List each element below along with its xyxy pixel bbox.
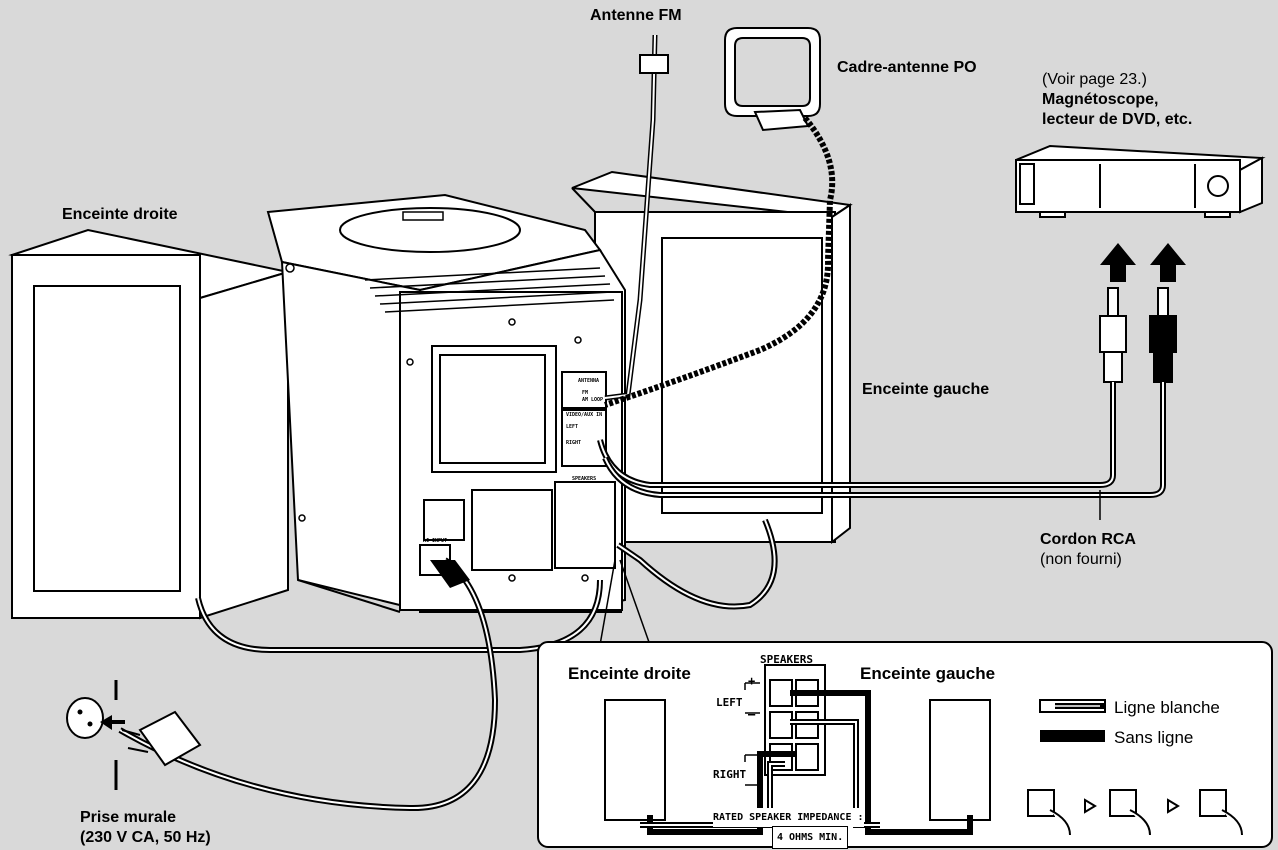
label-voir-page: (Voir page 23.) (1042, 71, 1147, 88)
fm-antenna (604, 34, 669, 401)
vcr-dvd-player (1015, 144, 1266, 218)
panel-video-aux: VIDEO/AUX IN (566, 412, 603, 418)
panel-screws (285, 263, 589, 582)
inset-label-rated: RATED SPEAKER IMPEDANCE : (713, 808, 864, 827)
label-enceinte-droite: Enceinte droite (62, 206, 178, 223)
inset-frame (537, 641, 1273, 848)
inset-label-ohms: 4 OHMS MIN. (772, 826, 849, 849)
am-loop-antenna (724, 27, 821, 132)
inset-speaker-right (604, 699, 666, 821)
inset-label-speakers: SPEAKERS (760, 653, 813, 666)
inset-label-plus: + (748, 674, 756, 688)
label-cordon-rca: Cordon RCA (1040, 531, 1136, 548)
main-unit (266, 193, 626, 613)
vent-grille (364, 267, 615, 313)
inset-label-right: RIGHT (713, 768, 747, 781)
label-magnetoscope-1: Magnétoscope, (1042, 91, 1159, 108)
label-prise-spec: (230 V CA, 50 Hz) (80, 829, 211, 846)
panel-am-loop: AM LOOP (582, 397, 604, 403)
inset-label-minus: – (748, 707, 756, 721)
connection-steps-icons (1027, 789, 1243, 836)
legend-label-sans-ligne: Sans ligne (1114, 728, 1194, 747)
panel-fm: FM (582, 390, 589, 396)
inset-speaker-left (929, 699, 991, 821)
inset-label-enceinte-droite: Enceinte droite (568, 664, 691, 683)
inset-label-enceinte-gauche: Enceinte gauche (860, 664, 996, 683)
panel-ac-input: AC INPUT (423, 538, 448, 544)
inset-brackets (744, 682, 760, 786)
panel-right: RIGHT (566, 440, 582, 446)
legend-no-line (1040, 730, 1105, 742)
label-prise-murale: Prise murale (80, 809, 177, 826)
label-antenne-fm: Antenne FM (590, 7, 682, 24)
panel-left: LEFT (566, 424, 579, 430)
panel-speakers: SPEAKERS (572, 476, 597, 482)
am-antenna-wire (604, 116, 836, 408)
panel-antenna: ANTENNA (578, 378, 600, 384)
label-non-fourni: (non fourni) (1040, 551, 1122, 568)
rca-plugs (1099, 287, 1177, 383)
right-speaker-box (8, 228, 289, 620)
inset-wire-left-black (790, 690, 973, 835)
inset-label-left: LEFT (716, 696, 743, 709)
legend-label-ligne-blanche: Ligne blanche (1114, 698, 1220, 717)
ac-plug-connector (430, 560, 470, 588)
power-plug (121, 710, 202, 767)
label-cadre-antenne: Cadre-antenne PO (837, 59, 977, 76)
legend-white-line (1039, 699, 1106, 713)
label-enceinte-gauche: Enceinte gauche (862, 381, 990, 398)
arrows-up (1100, 243, 1186, 282)
wall-outlet (66, 680, 125, 790)
label-magnetoscope-2: lecteur de DVD, etc. (1042, 111, 1193, 128)
